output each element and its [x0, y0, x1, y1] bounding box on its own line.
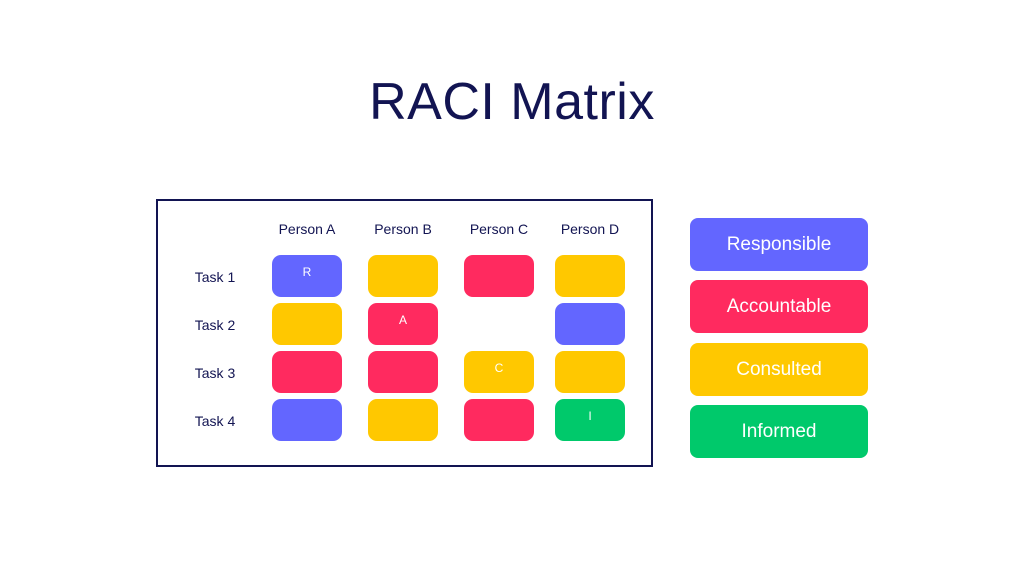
matrix-cell-accountable: A: [368, 303, 438, 345]
matrix-cell-consulted: [555, 351, 625, 393]
row-header-task-4: Task 4: [194, 413, 236, 429]
matrix-cell-responsible: [272, 399, 342, 441]
matrix-cell-responsible: R: [272, 255, 342, 297]
column-header-person-b: Person B: [374, 221, 432, 237]
legend-accountable: Accountable: [690, 280, 868, 333]
matrix-cell-consulted: [368, 255, 438, 297]
row-header-task-3: Task 3: [194, 365, 236, 381]
matrix-cell-accountable: [464, 399, 534, 441]
row-header-task-1: Task 1: [194, 269, 236, 285]
matrix-cell-consulted: C: [464, 351, 534, 393]
matrix-cell-responsible: [555, 303, 625, 345]
matrix-cell-consulted: [368, 399, 438, 441]
legend-consulted: Consulted: [690, 343, 868, 396]
matrix-cell-accountable: [368, 351, 438, 393]
matrix-cell-accountable: [272, 351, 342, 393]
legend-responsible: Responsible: [690, 218, 868, 271]
column-header-person-c: Person C: [469, 221, 529, 237]
raci-matrix-frame: [156, 199, 653, 467]
row-header-task-2: Task 2: [194, 317, 236, 333]
matrix-cell-consulted: [555, 255, 625, 297]
matrix-cell-accountable: [464, 255, 534, 297]
column-header-person-a: Person A: [278, 221, 336, 237]
matrix-cell-empty: [464, 303, 534, 345]
matrix-cell-consulted: [272, 303, 342, 345]
page-title: RACI Matrix: [369, 73, 655, 131]
matrix-cell-informed: I: [555, 399, 625, 441]
column-header-person-d: Person D: [560, 221, 620, 237]
legend-informed: Informed: [690, 405, 868, 458]
